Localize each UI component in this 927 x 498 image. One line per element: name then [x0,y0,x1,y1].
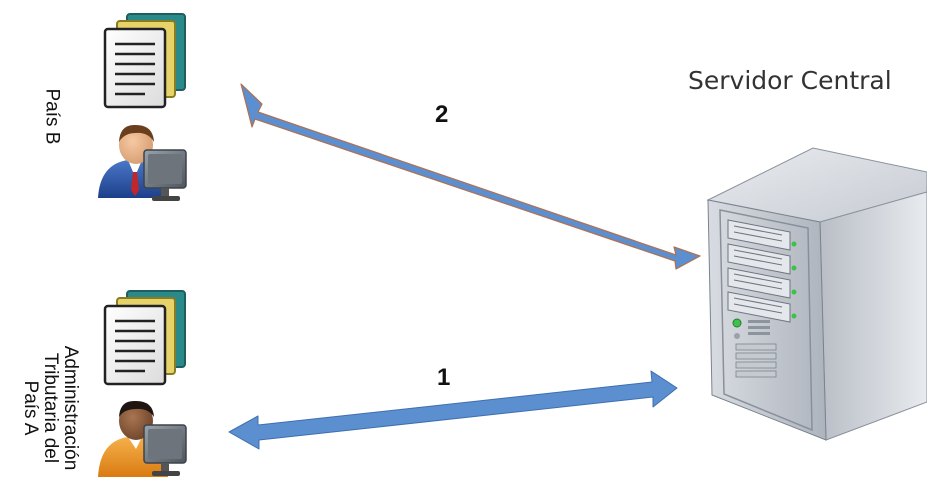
arrow-2 [240,83,701,270]
user-at-computer-icon [98,400,187,477]
user-at-computer-icon [98,124,187,201]
country-a-label-line-2: Tributaria del [40,352,61,464]
arrow-2-label: 2 [435,101,449,128]
documents-icon [103,290,186,386]
server-title: Servidor Central [688,66,892,95]
country-a-label-line-1: Administración [60,345,81,471]
country-a-label: Administración Tributaria del País A [20,318,81,498]
country-b-label: País B [41,88,63,145]
documents-icon [103,13,186,109]
arrow-1 [228,370,678,450]
country-a-label-line-3: País A [20,380,41,436]
server-tower-icon [706,147,927,441]
arrow-1-label: 1 [437,364,451,391]
exchange-diagram [98,13,927,477]
